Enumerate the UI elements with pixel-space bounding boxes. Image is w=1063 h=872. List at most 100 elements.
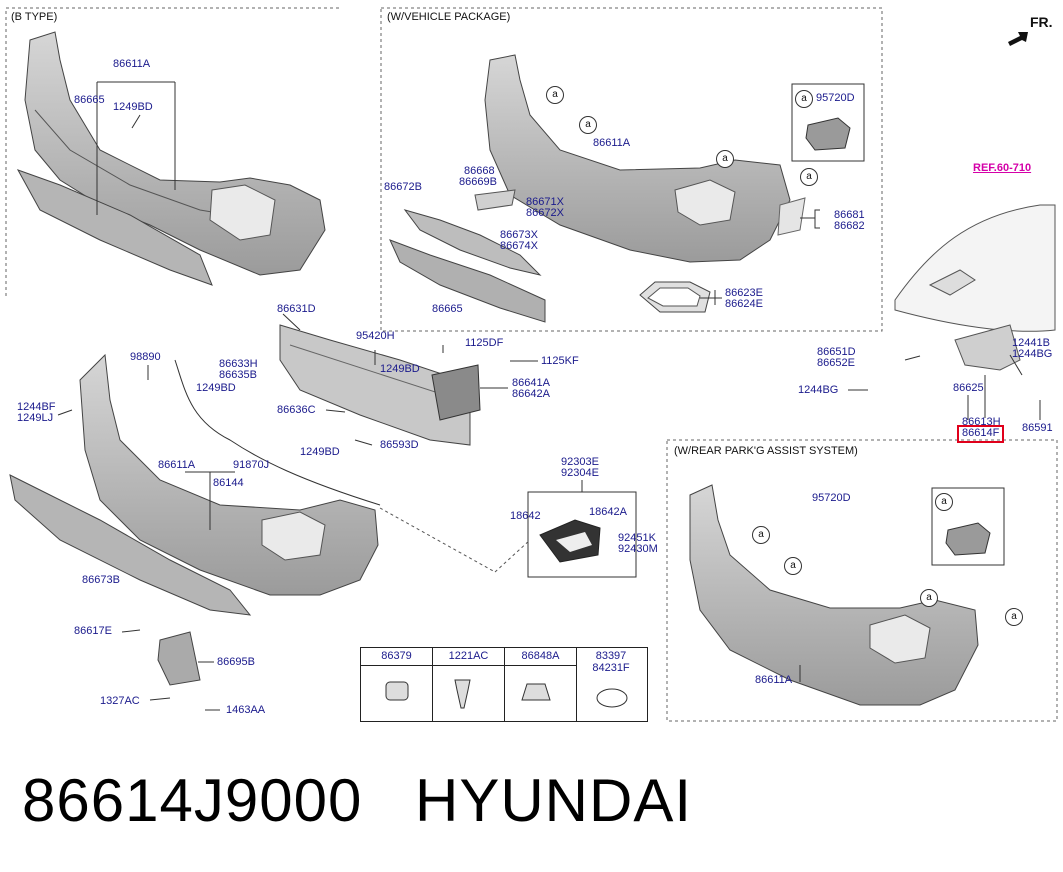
part-label[interactable]: 92430M	[618, 543, 658, 555]
reinforcement-beam	[279, 324, 481, 446]
part-label-highlighted[interactable]: 86614F	[962, 427, 1000, 439]
part-label[interactable]: 86633H	[219, 358, 258, 370]
part-label[interactable]: 1327AC	[100, 695, 140, 707]
part-label[interactable]: 98890	[130, 351, 161, 363]
section-title-park-assist: (W/REAR PARK'G ASSIST SYSTEM)	[674, 445, 858, 457]
section-title-vehicle-package: (W/VEHICLE PACKAGE)	[387, 11, 511, 23]
part-label[interactable]: 86665	[432, 303, 463, 315]
part-label[interactable]: 92304E	[561, 467, 599, 479]
hardware-cell: 86848A	[505, 648, 577, 721]
part-label[interactable]: 86681	[834, 209, 865, 221]
callout-a: a	[800, 168, 818, 186]
part-label[interactable]: 86673B	[82, 574, 120, 586]
part-label[interactable]: 1125DF	[465, 337, 504, 349]
part-label[interactable]: 91870J	[233, 459, 270, 471]
dashed-link	[379, 507, 496, 573]
vehicle-package-frame	[380, 7, 883, 332]
part-label[interactable]: 86672X	[526, 207, 564, 219]
part-label[interactable]: 86673X	[500, 229, 538, 241]
part-label[interactable]: 1125KF	[541, 355, 579, 367]
callout-a: a	[795, 90, 813, 108]
callout-a: a	[920, 589, 938, 607]
icon-84231F	[596, 688, 628, 708]
part-label[interactable]: 1249BD	[196, 382, 236, 394]
part-label[interactable]: 86665	[74, 94, 105, 106]
hardware-part-label[interactable]: 86379	[381, 650, 412, 662]
b-type-frame	[5, 7, 340, 296]
part-label[interactable]: 86591	[1022, 422, 1053, 434]
part-label[interactable]: 86669B	[459, 176, 497, 188]
part-label[interactable]: 86682	[834, 220, 865, 232]
part-label[interactable]: 1249BD	[300, 446, 340, 458]
part-label[interactable]: 86593D	[380, 439, 419, 451]
part-label[interactable]: 12441B	[1012, 337, 1050, 349]
main-bumper	[9, 353, 381, 686]
part-label[interactable]: 86668	[464, 165, 495, 177]
part-label[interactable]: 86674X	[500, 240, 538, 252]
part-label[interactable]: 86611A	[158, 459, 196, 471]
part-label[interactable]: 86671X	[526, 196, 564, 208]
callout-a: a	[935, 493, 953, 511]
part-label[interactable]: 86636C	[277, 404, 316, 416]
part-label[interactable]: 1244BG	[798, 384, 839, 396]
body-side	[894, 204, 1056, 371]
part-label[interactable]: 86611A	[113, 58, 151, 70]
part-label[interactable]: 95720D	[812, 492, 851, 504]
part-highlight-box	[957, 425, 1004, 443]
part-label[interactable]: 1249LJ	[17, 412, 54, 424]
b-type-bumper	[16, 31, 326, 286]
callout-a: a	[752, 526, 770, 544]
section-title-b-type: (B TYPE)	[11, 11, 58, 23]
part-label[interactable]: 92451K	[618, 532, 656, 544]
hardware-table: 86379 1221AC 86848A 83397 84231F	[360, 647, 648, 722]
part-label[interactable]: 92303E	[561, 456, 599, 468]
hardware-cell: 83397 84231F	[576, 648, 646, 721]
part-label[interactable]: 95720D	[816, 92, 855, 104]
part-number: 86614J9000	[22, 767, 363, 834]
part-label[interactable]: 86144	[213, 477, 244, 489]
part-label[interactable]: 86642A	[512, 388, 550, 400]
callout-a: a	[716, 150, 734, 168]
part-label[interactable]: 86695B	[217, 656, 255, 668]
part-label[interactable]: 86641A	[512, 377, 550, 389]
table-divider	[361, 665, 576, 666]
hardware-part-label[interactable]: 83397	[595, 650, 627, 662]
icon-1221AC	[454, 679, 471, 709]
leader-lines	[57, 81, 1041, 711]
part-label[interactable]: 86617E	[74, 625, 112, 637]
part-label[interactable]: 86651D	[817, 346, 856, 358]
part-label[interactable]: 86613H	[962, 416, 1001, 428]
part-label[interactable]: 86652E	[817, 357, 855, 369]
part-label[interactable]: 1244BF	[17, 401, 56, 413]
part-label[interactable]: 86623E	[725, 287, 763, 299]
brand-name: HYUNDAI	[415, 767, 693, 834]
part-label[interactable]: 18642	[510, 510, 541, 522]
callout-a: a	[546, 86, 564, 104]
hardware-part-label[interactable]: 1221AC	[448, 650, 489, 662]
part-label[interactable]: 86624E	[725, 298, 763, 310]
hardware-part-label[interactable]: 86848A	[521, 650, 560, 662]
reference-link[interactable]: REF.60-710	[973, 162, 1032, 174]
park-assist-frame	[666, 439, 1058, 722]
part-label[interactable]: 95420H	[356, 330, 395, 342]
hardware-part-label[interactable]: 84231F	[592, 662, 630, 674]
part-label[interactable]: 1249BD	[113, 101, 153, 113]
part-label[interactable]: 86631D	[277, 303, 316, 315]
callout-a: a	[784, 557, 802, 575]
part-label[interactable]: 1244BG	[1012, 348, 1053, 360]
hardware-cell: 86379	[361, 648, 433, 721]
front-arrow-icon	[1008, 32, 1028, 46]
dashed-link-2	[494, 539, 531, 573]
park-assist-bumper	[689, 484, 979, 706]
part-label[interactable]: 86611A	[593, 137, 631, 149]
part-label[interactable]: 86611A	[755, 674, 793, 686]
part-label[interactable]: 1463AA	[226, 704, 266, 716]
part-label[interactable]: 86635B	[219, 369, 257, 381]
part-label[interactable]: 86625	[953, 382, 984, 394]
part-label[interactable]: 1249BD	[380, 363, 420, 375]
callout-a: a	[1005, 608, 1023, 626]
part-label[interactable]: 86672B	[384, 181, 422, 193]
part-label[interactable]: 18642A	[589, 506, 627, 518]
